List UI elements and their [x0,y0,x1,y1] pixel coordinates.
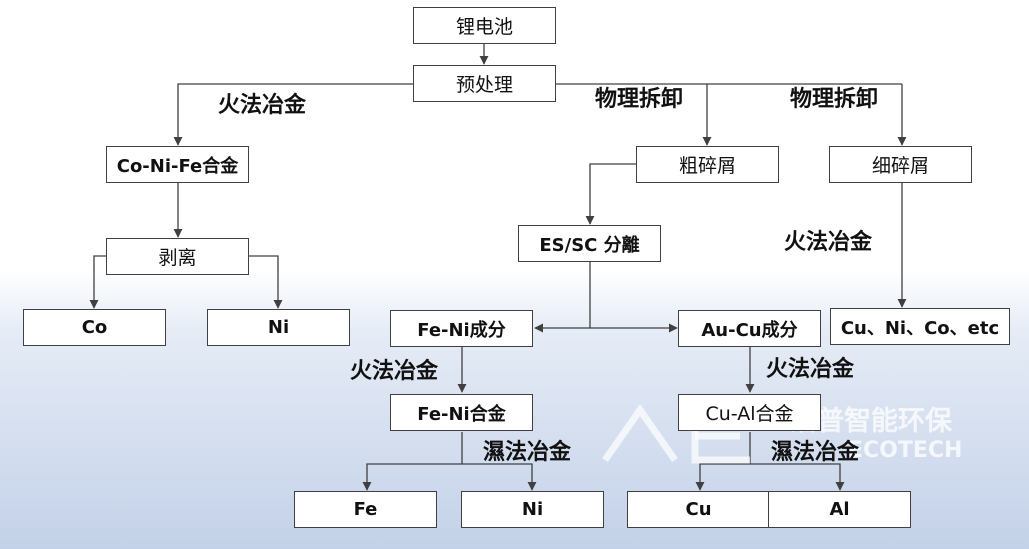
connector-to-al [750,463,845,491]
connector-to-cu [695,463,750,491]
node-lithium-battery: 锂电池 [413,7,556,44]
node-al: Al [768,491,911,528]
label-pyro-left: 火法冶金 [218,93,307,118]
node-fine-debris: 细碎屑 [829,146,972,183]
node-co-ni-fe-alloy: Co-Ni-Fe合金 [106,146,249,183]
connector-coarse-essc [585,163,636,225]
node-fe: Fe [294,491,437,528]
node-stripping: 剥离 [106,238,249,275]
label-pyro-fe-ni: 火法冶金 [350,359,439,384]
node-fe-ni-alloy: Fe-Ni合金 [390,394,533,431]
node-cu-ni-co-etc: Cu、Ni、Co、etc [830,308,1010,345]
label-pyro-right: 火法冶金 [784,230,873,255]
connector-to-ni-bottom [462,463,537,491]
node-co: Co [23,309,166,346]
node-pretreatment: 预处理 [413,65,556,102]
node-cu: Cu [627,491,770,528]
connector-strip-ni [249,255,283,309]
node-cu-al-alloy: Cu-Al合金 [678,394,821,431]
label-hydro-cu-al: 濕法冶金 [771,440,860,465]
label-physical-right: 物理拆卸 [790,87,879,112]
node-coarse-debris: 粗碎屑 [636,146,779,183]
connector-strip-co [89,255,107,309]
label-physical-mid: 物理拆卸 [595,87,684,112]
node-ni-left: Ni [207,309,350,346]
label-hydro-fe-ni: 濕法冶金 [483,440,572,465]
connector-pretreat-alloy [173,83,414,146]
node-au-cu-component: Au-Cu成分 [678,310,821,347]
connector-to-fe [362,463,462,491]
node-fe-ni-component: Fe-Ni成分 [390,310,533,347]
label-pyro-cu-al: 火法冶金 [766,357,855,382]
node-ni-bottom: Ni [461,491,604,528]
watermark-name-en: ECOTECH [848,438,963,463]
node-es-sc-separation: ES/SC 分離 [518,225,661,262]
